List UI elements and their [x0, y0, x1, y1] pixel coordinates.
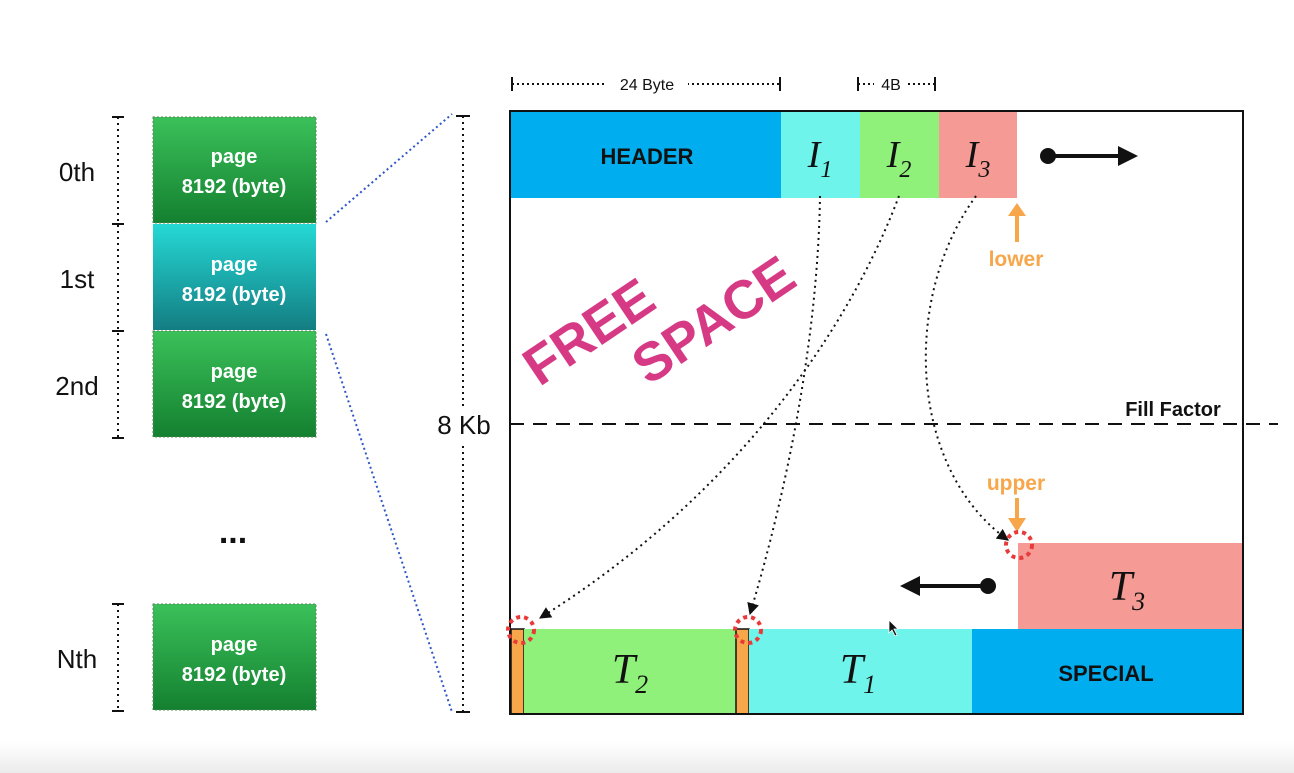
page-size: 8192 (byte): [182, 391, 287, 413]
marker-upper: [1004, 530, 1034, 560]
page-block-n: Nth page 8192 (byte): [57, 603, 317, 711]
item-pointer-3-label: I3: [965, 134, 991, 183]
item-pointer-links: [538, 195, 1009, 619]
lower-pointer: lower: [989, 203, 1044, 271]
upper-growth-arrow: [900, 576, 996, 596]
upper-label: upper: [987, 472, 1045, 495]
item-pointer-1: [781, 112, 860, 198]
fill-factor-label: Fill Factor: [1125, 399, 1221, 421]
tuple-1-label: T1: [840, 647, 876, 699]
tuple-2: [524, 629, 736, 714]
header-width-label: 24 Byte: [620, 77, 674, 94]
page-label: page: [211, 254, 258, 276]
marker-t1-start: [733, 615, 763, 645]
page-label: page: [211, 634, 258, 656]
marker-t2-start: [506, 615, 536, 645]
item-pointer-3: [939, 112, 1017, 198]
item-pointer-1-label: I1: [807, 134, 833, 183]
page-size-label: 8 Kb: [437, 410, 491, 440]
mouse-cursor-icon: [888, 619, 899, 637]
lower-growth-arrow: [1040, 146, 1138, 166]
link-i2-to-t2: [538, 195, 900, 619]
zoom-connector: [325, 113, 453, 713]
header-width-dimension: 24 Byte: [511, 72, 781, 94]
page-block-1: 1st page 8192 (byte): [60, 224, 316, 330]
link-i3-to-t3: [924, 195, 1009, 541]
page-size-bracket: [456, 115, 470, 713]
page-size: 8192 (byte): [182, 284, 287, 306]
tuple-3-label: T3: [1109, 564, 1145, 616]
ellipsis: ...: [219, 513, 247, 551]
tuple-1: [749, 629, 972, 714]
tuple-2-label: T2: [612, 647, 648, 699]
page-block-0: 0th page 8192 (byte): [59, 116, 317, 224]
item-pointer-width-label: 4B: [881, 77, 901, 94]
special-block: [972, 629, 1242, 714]
page-size: 8192 (byte): [182, 176, 287, 198]
lower-label: lower: [989, 248, 1044, 271]
page-ordinal: 1st: [60, 264, 95, 294]
page-ordinal: 2nd: [55, 371, 98, 401]
link-i1-to-t1: [747, 195, 821, 616]
bottom-edge: [0, 742, 1294, 773]
header-label: HEADER: [601, 144, 694, 169]
item-pointer-width-dimension: 4B: [857, 72, 936, 94]
page-block-2: 2nd page 8192 (byte): [55, 330, 317, 438]
page-label: page: [211, 146, 258, 168]
page-label: page: [211, 361, 258, 383]
special-label: SPECIAL: [1058, 661, 1153, 686]
header-block: [511, 112, 781, 198]
page-ordinal: Nth: [57, 644, 97, 674]
upper-pointer: upper: [987, 472, 1045, 532]
page-ordinal: 0th: [59, 157, 95, 187]
item-pointer-2-label: I2: [886, 134, 912, 183]
page-stack-bracket: [112, 116, 124, 712]
tuple-3: [1018, 543, 1242, 629]
offset-markers: [506, 530, 1034, 645]
page-size: 8192 (byte): [182, 664, 287, 686]
item-pointer-2: [860, 112, 939, 198]
